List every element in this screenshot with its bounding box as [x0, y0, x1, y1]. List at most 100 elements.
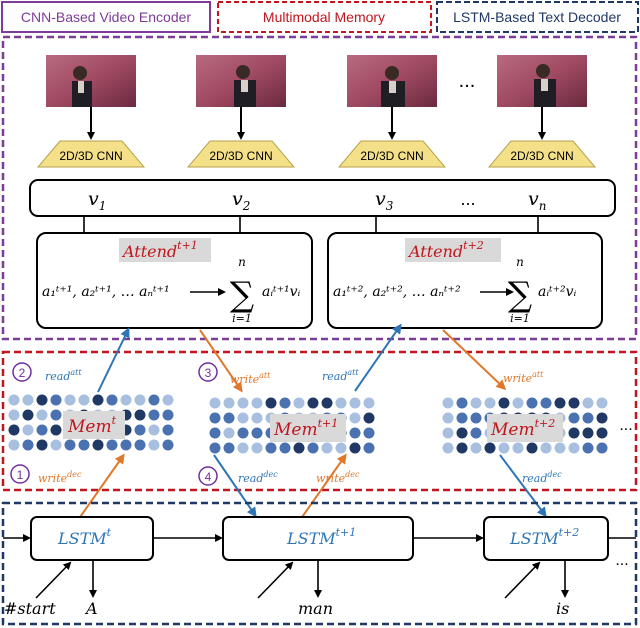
memory-cell-dot: [8, 439, 20, 451]
memory-cell-dot: [148, 424, 160, 436]
lstm-label: LSTMt+1: [286, 526, 356, 548]
output-word: is: [556, 599, 569, 618]
read-att-arrow: [354, 323, 402, 392]
lstm-label: LSTMt+2: [509, 526, 579, 548]
sum-bottom: i=1: [232, 312, 252, 325]
legend-decoder-box: [436, 1, 639, 33]
cnn-label: 2D/3D CNN: [209, 149, 272, 163]
memory-cell-dot: [36, 424, 48, 436]
memory-cell-dot: [223, 412, 235, 424]
mem-label: Memt: [67, 414, 117, 437]
memory-cell-dot: [293, 397, 305, 409]
memory-cell-dot: [134, 439, 146, 451]
memory-cell-dot: [237, 397, 249, 409]
sum-term: aᵢᵗ⁺²vᵢ: [538, 284, 577, 300]
memory-cell-dot: [470, 442, 482, 454]
memory-cell-dot: [279, 397, 291, 409]
memory-cell-dot: [568, 427, 580, 439]
memory-cell-dot: [512, 397, 524, 409]
memory-cell-dot: [540, 397, 552, 409]
cnn-block: [186, 140, 296, 168]
memory-cell-dot: [162, 424, 174, 436]
legend-encoder-box: [1, 1, 211, 33]
memory-cell-dot: [8, 409, 20, 421]
memory-cell-dot: [470, 412, 482, 424]
memory-cell-dot: [92, 394, 104, 406]
cnn-label: 2D/3D CNN: [360, 149, 423, 163]
memory-cell-dot: [22, 439, 34, 451]
decoder-words: #start A man is: [4, 599, 569, 618]
memory-cell-dot: [363, 442, 375, 454]
memory-cell-dot: [456, 412, 468, 424]
cnn-block: [36, 140, 146, 168]
memory-cell-dot: [349, 412, 361, 424]
sum-term: aᵢᵗ⁺¹vᵢ: [262, 284, 301, 300]
memory-cell-dot: [512, 442, 524, 454]
memory-cell-dot: [209, 412, 221, 424]
memory-cell-dot: [64, 394, 76, 406]
memory-cell-dot: [335, 397, 347, 409]
memory-cell-dot: [237, 442, 249, 454]
memory-cell-dot: [8, 424, 20, 436]
memory-cell-dot: [50, 409, 62, 421]
memory-cell-dot: [265, 397, 277, 409]
memory-cell-dot: [209, 427, 221, 439]
memory-cell-dot: [50, 424, 62, 436]
memory-cell-dot: [596, 442, 608, 454]
feature-v3: v3: [375, 188, 394, 213]
attend-weights: a₁ᵗ⁺², a₂ᵗ⁺², … aₙᵗ⁺²: [333, 284, 461, 300]
memory-cell-dot: [540, 442, 552, 454]
memory-cell-dot: [162, 394, 174, 406]
memory-cell-dot: [554, 397, 566, 409]
memory-cell-dot: [106, 394, 118, 406]
memory-cell-dot: [50, 394, 62, 406]
memory-cell-dot: [64, 439, 76, 451]
memory-cell-dot: [251, 412, 263, 424]
memory-cell-dot: [78, 439, 90, 451]
memory-cell-dot: [456, 427, 468, 439]
memory-cell-dot: [223, 442, 235, 454]
write-att-arrow: [442, 329, 507, 391]
memory-cell-dot: [582, 397, 594, 409]
memory-cell-dot: [335, 442, 347, 454]
memory-cell-dot: [442, 442, 454, 454]
memory-cell-dot: [456, 442, 468, 454]
cnn-block: [337, 140, 447, 168]
encoder-region: [1, 35, 638, 341]
memory-cell-dot: [265, 442, 277, 454]
memory-cell-dot: [596, 412, 608, 424]
sum-symbol: ∑: [508, 275, 532, 315]
memory-cell-dot: [363, 397, 375, 409]
memory-cell-dot: [237, 412, 249, 424]
memory-cell-dot: [582, 427, 594, 439]
attend-box-2: Attendt+2 a₁ᵗ⁺², a₂ᵗ⁺², … aₙᵗ⁺² n ∑ i=1 …: [327, 232, 603, 329]
memory-cell-dot: [363, 412, 375, 424]
read-dec-label-1: readdec: [238, 470, 278, 485]
legend-encoder-label: CNN-Based Video Encoder: [21, 9, 192, 25]
memory-cell-dot: [363, 427, 375, 439]
sum-symbol: ∑: [230, 275, 254, 315]
memory-cell-dot: [22, 409, 34, 421]
memory-cell-dot: [120, 439, 132, 451]
memory-cell-dot: [209, 442, 221, 454]
memory-cell-dot: [596, 397, 608, 409]
memory-cell-dot: [321, 442, 333, 454]
lstm-io-arrows: [35, 560, 569, 599]
memory-cell-dot: [223, 397, 235, 409]
memory-cell-dot: [307, 397, 319, 409]
memory-cell-dot: [442, 397, 454, 409]
step-1: 1: [17, 468, 24, 482]
memory-cell-dot: [8, 394, 20, 406]
memory-cell-dot: [442, 427, 454, 439]
write-att-label-2: writeatt: [503, 370, 544, 385]
memory-cell-dot: [237, 427, 249, 439]
memory-cell-dot: [36, 394, 48, 406]
read-att-label-2: readatt: [322, 368, 359, 383]
memory-cell-dot: [307, 442, 319, 454]
memory-cell-dot: [106, 439, 118, 451]
memory-cell-dot: [78, 394, 90, 406]
feature-v1: v1: [88, 188, 106, 213]
memory-labels: Memt Memt+1 Memt+2: [63, 411, 563, 442]
memory-cell-dot: [36, 409, 48, 421]
